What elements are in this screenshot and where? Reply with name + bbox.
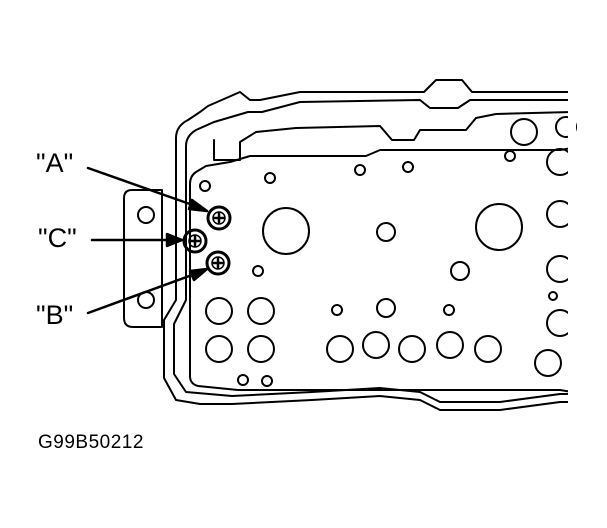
cluster-inner-rim bbox=[174, 100, 572, 402]
label-b: "B" bbox=[36, 300, 74, 330]
label-c: "C" bbox=[38, 223, 77, 253]
figure-code: G99B50212 bbox=[38, 432, 144, 453]
label-a: "A" bbox=[36, 148, 74, 178]
mounting-bracket bbox=[124, 190, 162, 327]
cluster-outer-housing bbox=[164, 80, 572, 410]
leader-arrow-b bbox=[88, 269, 207, 313]
board-components bbox=[200, 117, 576, 386]
screw-c-icon bbox=[184, 230, 206, 252]
circuit-board bbox=[190, 148, 572, 392]
screw-a-icon bbox=[208, 207, 230, 229]
leader-arrow-a bbox=[88, 168, 207, 211]
bracket-hole bbox=[138, 207, 154, 223]
leader-arrow-c bbox=[92, 234, 182, 246]
housing-top-step bbox=[214, 112, 572, 160]
screw-b-icon bbox=[207, 252, 229, 274]
